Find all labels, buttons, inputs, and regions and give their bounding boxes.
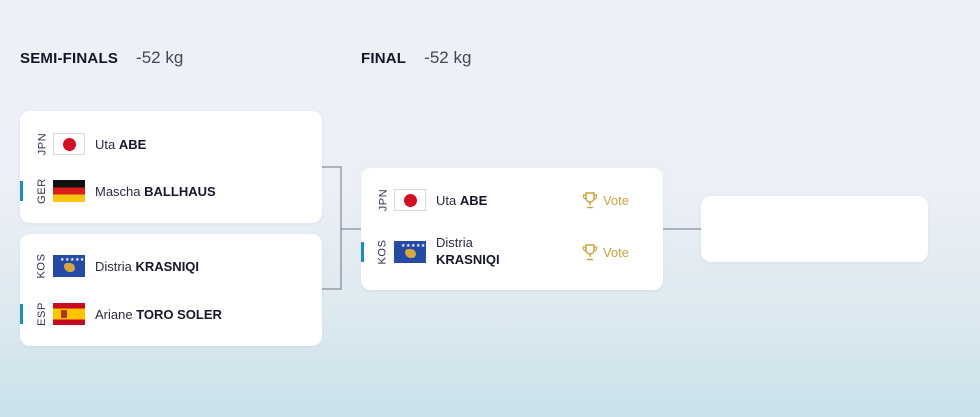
athlete-name: Mascha BALLHAUS bbox=[95, 183, 216, 199]
vote-button[interactable]: Vote bbox=[582, 191, 629, 209]
semifinals-weight: -52 kg bbox=[136, 48, 184, 67]
final-header: FINAL -52 kg bbox=[361, 48, 471, 68]
athlete-name: Ariane TORO SOLER bbox=[95, 306, 222, 322]
winner-indicator bbox=[361, 242, 364, 262]
country-code: KOS bbox=[377, 239, 389, 265]
country-code: GER bbox=[36, 178, 49, 204]
athlete-row[interactable]: GER Mascha BALLHAUS bbox=[20, 171, 322, 211]
vote-button[interactable]: Vote bbox=[582, 243, 629, 261]
esp-flag-icon bbox=[53, 303, 85, 325]
final-match[interactable]: JPN Uta ABE Vote KOS ★★★★★★ DistriaKRASN… bbox=[361, 168, 663, 290]
trophy-icon bbox=[582, 243, 598, 260]
final-weight: -52 kg bbox=[424, 48, 472, 67]
winner-indicator bbox=[20, 304, 23, 324]
athlete-row[interactable]: JPN Uta ABE Vote bbox=[361, 180, 663, 220]
athlete-row[interactable]: ESP Ariane TORO SOLER bbox=[20, 294, 322, 334]
athlete-row[interactable]: JPN Uta ABE bbox=[20, 124, 322, 164]
semifinal-match-2[interactable]: KOS ★★★★★★ Distria KRASNIQI ESP Ariane T… bbox=[20, 234, 322, 346]
trophy-icon bbox=[582, 191, 598, 208]
country-code: JPN bbox=[36, 132, 48, 156]
jpn-flag-icon bbox=[394, 189, 426, 211]
country-code: JPN bbox=[377, 188, 389, 212]
athlete-name: Uta ABE bbox=[436, 192, 488, 208]
kos-flag-icon: ★★★★★★ bbox=[53, 255, 85, 277]
jpn-flag-icon bbox=[53, 133, 85, 155]
vote-label: Vote bbox=[602, 244, 629, 260]
ger-flag-icon bbox=[53, 180, 85, 202]
athlete-row[interactable]: KOS ★★★★★★ Distria KRASNIQI bbox=[20, 246, 322, 286]
winner-indicator bbox=[20, 181, 23, 201]
athlete-name: Distria KRASNIQI bbox=[95, 258, 200, 274]
winner-slot bbox=[701, 196, 928, 262]
semifinals-header: SEMI-FINALS -52 kg bbox=[20, 48, 183, 68]
athlete-name: Uta ABE bbox=[95, 136, 147, 152]
semifinals-title: SEMI-FINALS bbox=[20, 50, 119, 67]
country-code: ESP bbox=[36, 302, 48, 326]
final-title: FINAL bbox=[361, 50, 407, 67]
semifinal-match-1[interactable]: JPN Uta ABE GER Mascha BALLHAUS bbox=[20, 111, 322, 223]
kos-flag-icon: ★★★★★★ bbox=[394, 241, 426, 263]
country-code: KOS bbox=[36, 253, 48, 279]
vote-label: Vote bbox=[602, 192, 629, 208]
